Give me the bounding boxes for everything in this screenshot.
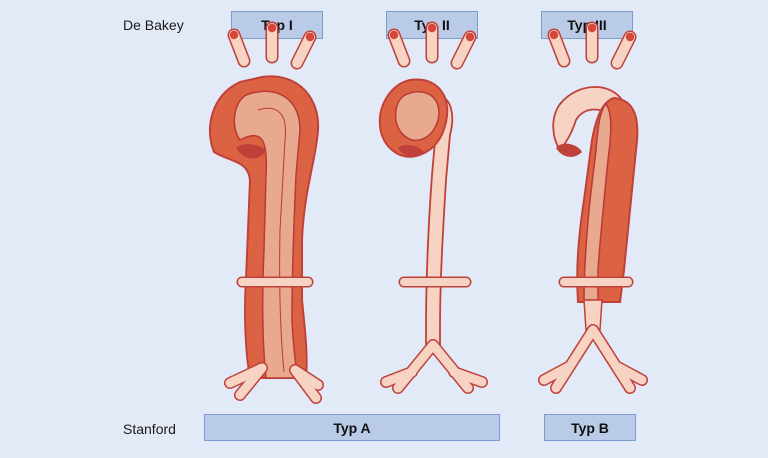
stanford-row-label: Stanford [123, 421, 176, 437]
stanford-type-b-box: Typ B [544, 414, 636, 441]
aorta-type-2 [378, 24, 488, 394]
aorta-type-1 [208, 24, 324, 404]
stanford-type-a-box: Typ A [204, 414, 500, 441]
debakey-row-label: De Bakey [123, 17, 184, 33]
aorta-type-3 [538, 24, 648, 394]
